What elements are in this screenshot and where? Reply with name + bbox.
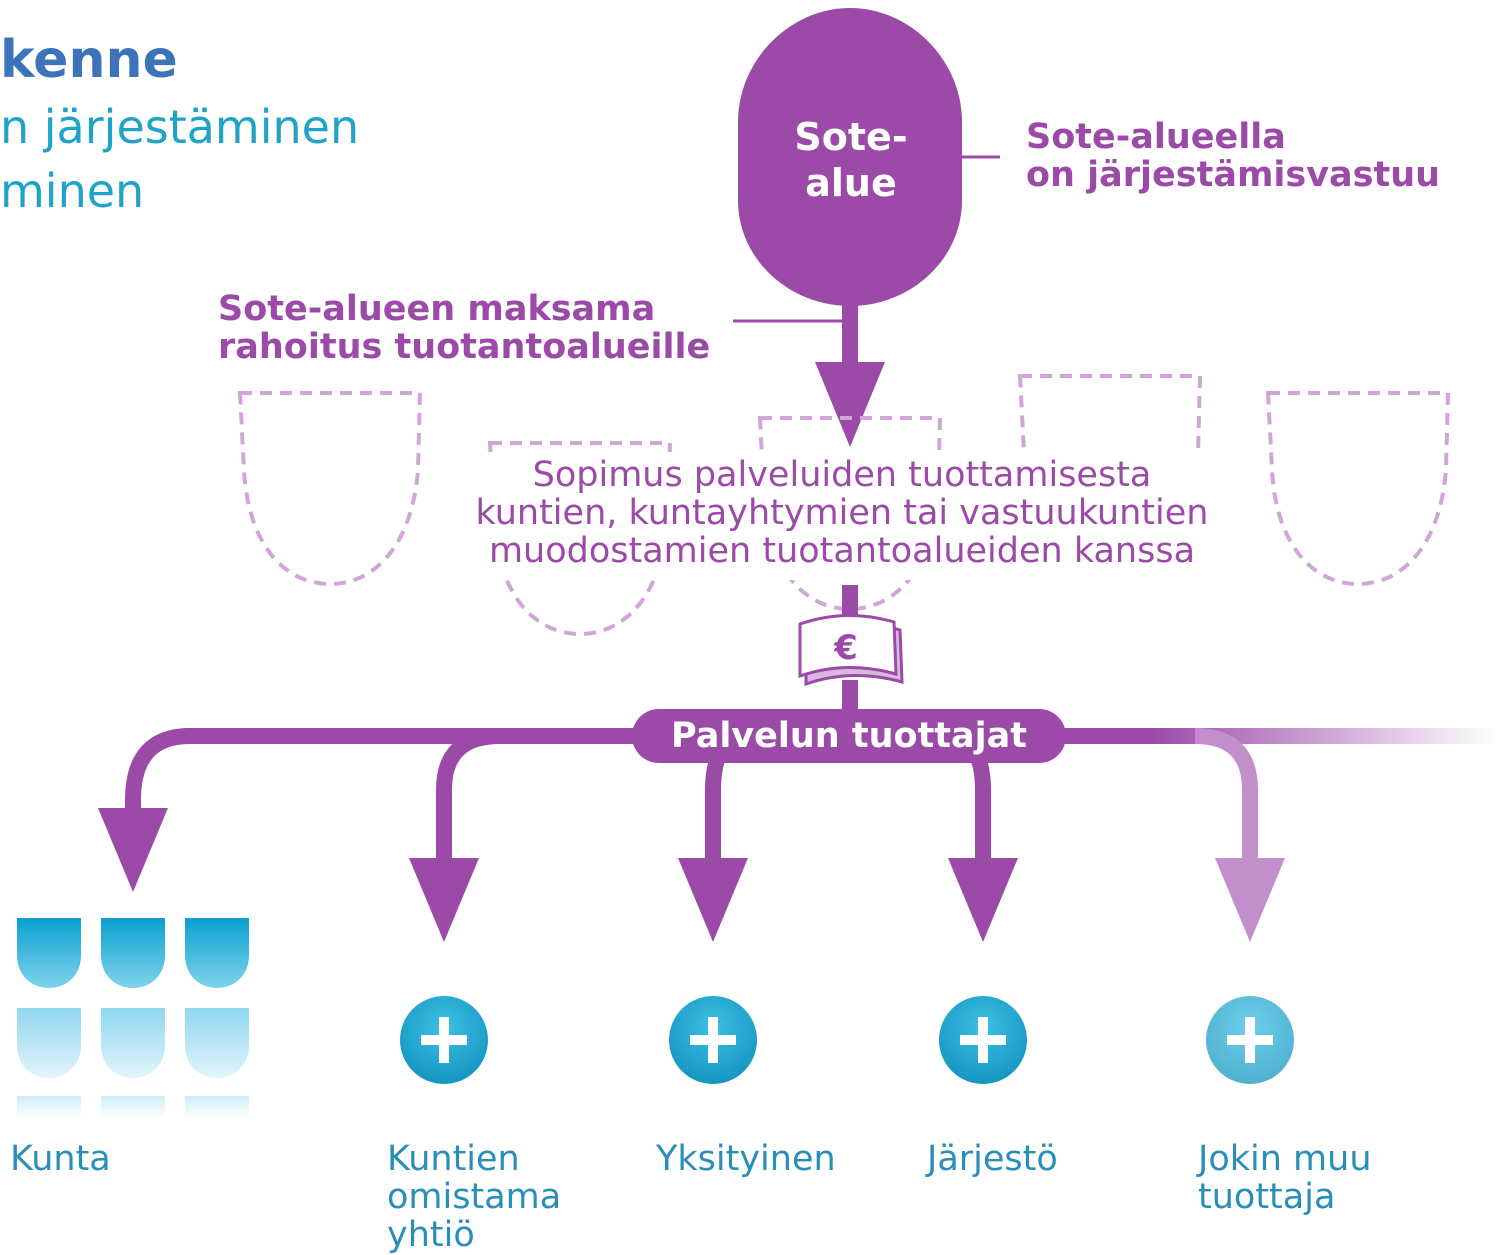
funding-text: Sote-alueen maksama rahoitus tuotantoalu…: [218, 290, 710, 366]
contract-line-2: kuntien, kuntayhtymien tai vastuukuntien: [475, 493, 1209, 533]
provider-label-jarjesto-line-1: Järjestö: [927, 1139, 1058, 1179]
arrowhead-kunta: [98, 808, 168, 892]
sote-area-label-line-1: Sote-: [794, 115, 908, 159]
plus-icon-yksityinen: [669, 996, 757, 1084]
sote-area-label-line-2: alue: [805, 161, 897, 205]
arrowhead-jarjesto: [948, 858, 1018, 942]
contract-line-1: Sopimus palveluiden tuottamisesta: [532, 455, 1152, 495]
provider-label-kuntien-yhtio-line-3: yhtiö: [387, 1215, 475, 1255]
provider-label-muu: Jokin muu tuottaja: [1198, 1140, 1372, 1216]
heading-line-3: minen: [0, 164, 145, 218]
funding-line-2: rahoitus tuotantoalueille: [218, 327, 711, 367]
plus-icon-jarjesto: [939, 996, 1027, 1084]
funding-line-1: Sote-alueen maksama: [218, 289, 656, 329]
contract-line-3: muodostamien tuotantoalueiden kanssa: [488, 531, 1196, 571]
euro-symbol: €: [834, 628, 858, 668]
heading-line-1: kenne: [0, 30, 178, 90]
provider-label-kuntien-yhtio: Kuntien omistama yhtiö: [387, 1140, 561, 1254]
production-area-5: [1265, 391, 1451, 587]
provider-label-yksityinen-line-1: Yksityinen: [656, 1139, 836, 1179]
production-area-1: [237, 391, 423, 587]
provider-label-kunta-line-1: Kunta: [10, 1139, 111, 1179]
plus-icon-muu: [1206, 996, 1294, 1084]
heading-line-2: n järjestäminen: [0, 100, 360, 154]
providers-header: Palvelun tuottajat: [670, 716, 1027, 756]
provider-label-muu-line-2: tuottaja: [1198, 1177, 1336, 1217]
branch-muu: [1194, 728, 1258, 870]
provider-label-yksityinen: Yksityinen: [656, 1140, 836, 1178]
responsibility-line-1: Sote-alueella: [1026, 117, 1286, 157]
euro-banknote-icon: [798, 614, 904, 687]
contract-backdrop: [452, 452, 1242, 580]
provider-label-muu-line-1: Jokin muu: [1198, 1139, 1372, 1179]
branch-arrowheads: [98, 808, 1285, 942]
provider-label-kuntien-yhtio-line-2: omistama: [387, 1177, 562, 1217]
provider-label-kuntien-yhtio-line-1: Kuntien: [387, 1139, 520, 1179]
sote-area-label: Sote- alue: [738, 114, 964, 206]
contract-text: Sopimus palveluiden tuottamisesta kuntie…: [442, 456, 1242, 570]
providers-pill: [632, 709, 1066, 763]
responsibility-text: Sote-alueella on järjestämisvastuu: [1026, 118, 1440, 194]
responsibility-line-2: on järjestämisvastuu: [1026, 155, 1441, 195]
main-arrow-head: [815, 362, 885, 447]
plus-icon-kuntien-yhtio: [400, 996, 488, 1084]
branch-kuntien-yhtio: [436, 728, 501, 870]
branch-kunta: [125, 728, 191, 830]
provider-label-jarjesto: Järjestö: [927, 1140, 1058, 1178]
municipality-icons: [17, 918, 249, 1118]
arrowhead-kuntien-yhtio: [409, 858, 479, 942]
provider-label-kunta: Kunta: [10, 1140, 111, 1178]
arrowhead-yksityinen: [678, 858, 748, 942]
sote-area-shape: [738, 8, 962, 306]
arrowhead-muu: [1215, 858, 1285, 942]
